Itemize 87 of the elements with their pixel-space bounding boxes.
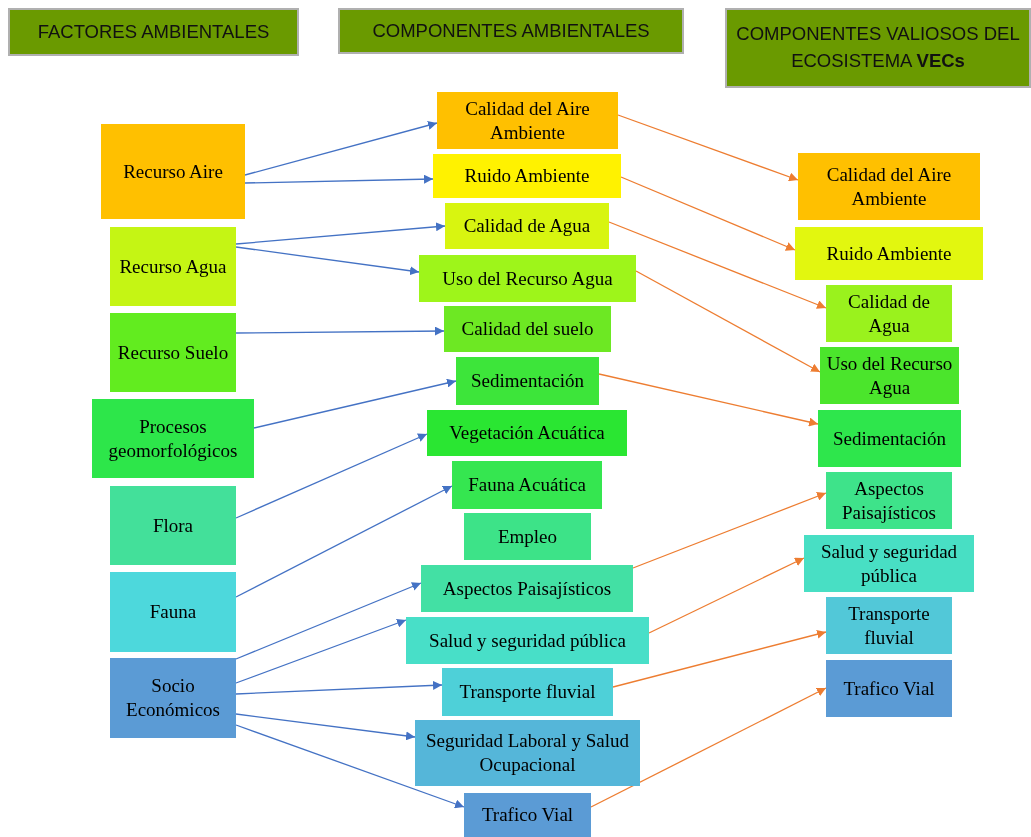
box-label: Transporte fluvial: [459, 680, 596, 704]
component-box: [464, 793, 591, 837]
header-box: [338, 8, 684, 54]
component-box: [421, 565, 633, 612]
box-label: Trafico Vial: [481, 803, 574, 827]
box-label: Uso del Recurso Agua: [825, 351, 954, 400]
arrow: [598, 373, 819, 427]
component-box: [795, 227, 983, 280]
arrow: [253, 378, 457, 429]
arrow: [235, 326, 445, 336]
arrow: [244, 121, 438, 176]
component-box: [110, 658, 236, 738]
component-box: [406, 617, 649, 664]
box-label: Salud y seguridad pública: [819, 539, 959, 588]
arrow: [620, 176, 796, 251]
box-label: Empleo: [497, 524, 558, 549]
box-label: Ruido Ambiente: [826, 241, 952, 266]
box-label: Recurso Aire: [123, 159, 223, 184]
arrow: [235, 246, 420, 276]
column-heading: COMPONENTES AMBIENTALES: [372, 18, 650, 43]
component-box: [92, 399, 254, 478]
component-box: [804, 535, 974, 592]
arrow: [235, 724, 465, 809]
box-label: Socio Económicos: [125, 674, 221, 722]
component-box: [419, 255, 636, 302]
box-label: Aspectos Paisajísticos: [841, 476, 937, 525]
box-label: Trafico Vial: [843, 676, 935, 701]
box-label: Seguridad Laboral y Salud Ocupacional: [424, 729, 631, 777]
component-box: [445, 203, 609, 249]
arrow: [632, 492, 827, 569]
arrow: [235, 713, 416, 741]
box-label: Sedimentación: [471, 369, 584, 393]
box-label: Calidad del Aire Ambiente: [825, 162, 953, 211]
component-box: [101, 124, 245, 219]
component-box: [464, 513, 591, 560]
box-label: Calidad de Agua: [463, 214, 591, 238]
component-box: [826, 660, 952, 717]
component-box: [433, 154, 621, 198]
box-label: Ruido Ambiente: [464, 164, 590, 188]
arrow: [648, 557, 805, 634]
header-box: [725, 8, 1031, 88]
arrow: [608, 221, 827, 309]
component-box: [110, 313, 236, 392]
component-box: [826, 472, 952, 529]
component-box: [452, 461, 602, 509]
arrow: [244, 174, 434, 184]
box-label: Aspectos Paisajísticos: [442, 576, 612, 601]
component-box: [826, 597, 952, 654]
box-label: Procesos geomorfológicos: [107, 414, 239, 463]
box-label: Flora: [152, 513, 194, 538]
header-box: [8, 8, 299, 56]
box-label: Salud y seguridad pública: [429, 628, 626, 653]
arrow: [235, 222, 446, 245]
box-label: Fauna Acuática: [468, 473, 586, 497]
component-box: [818, 410, 961, 467]
arrow: [235, 618, 407, 684]
box-label: Sedimentación: [833, 426, 946, 451]
box-label: Recurso Agua: [119, 254, 227, 279]
arrow: [235, 433, 428, 519]
arrow: [635, 270, 821, 373]
component-box: [456, 357, 599, 405]
component-box: [110, 572, 236, 652]
box-label: Fauna: [149, 600, 197, 624]
component-box: [437, 92, 618, 149]
component-box: [110, 486, 236, 565]
arrow: [235, 485, 453, 598]
component-box: [798, 153, 980, 220]
arrow: [617, 114, 799, 182]
column-heading: FACTORES AMBIENTALES: [37, 19, 270, 44]
component-box: [427, 410, 627, 456]
component-box: [415, 720, 640, 786]
box-label: Calidad del suelo: [461, 317, 594, 341]
component-box: [444, 306, 611, 352]
component-box: [442, 668, 613, 716]
box-label: Uso del Recurso Agua: [442, 266, 613, 291]
box-label: Calidad del Aire Ambiente: [464, 96, 591, 145]
component-box: [110, 227, 236, 306]
arrow: [612, 629, 827, 688]
box-label: Recurso Suelo: [117, 340, 229, 365]
arrow: [235, 582, 422, 660]
component-box: [826, 285, 952, 342]
arrow: [235, 680, 443, 695]
box-label: Calidad de Agua: [847, 289, 931, 338]
column-heading: COMPONENTES VALIOSOS DEL ECOSISTEMA VECs: [735, 22, 1021, 73]
arrow: [590, 687, 827, 808]
box-label: Transporte fluvial: [847, 601, 931, 650]
box-label: Vegetación Acuática: [449, 421, 605, 445]
